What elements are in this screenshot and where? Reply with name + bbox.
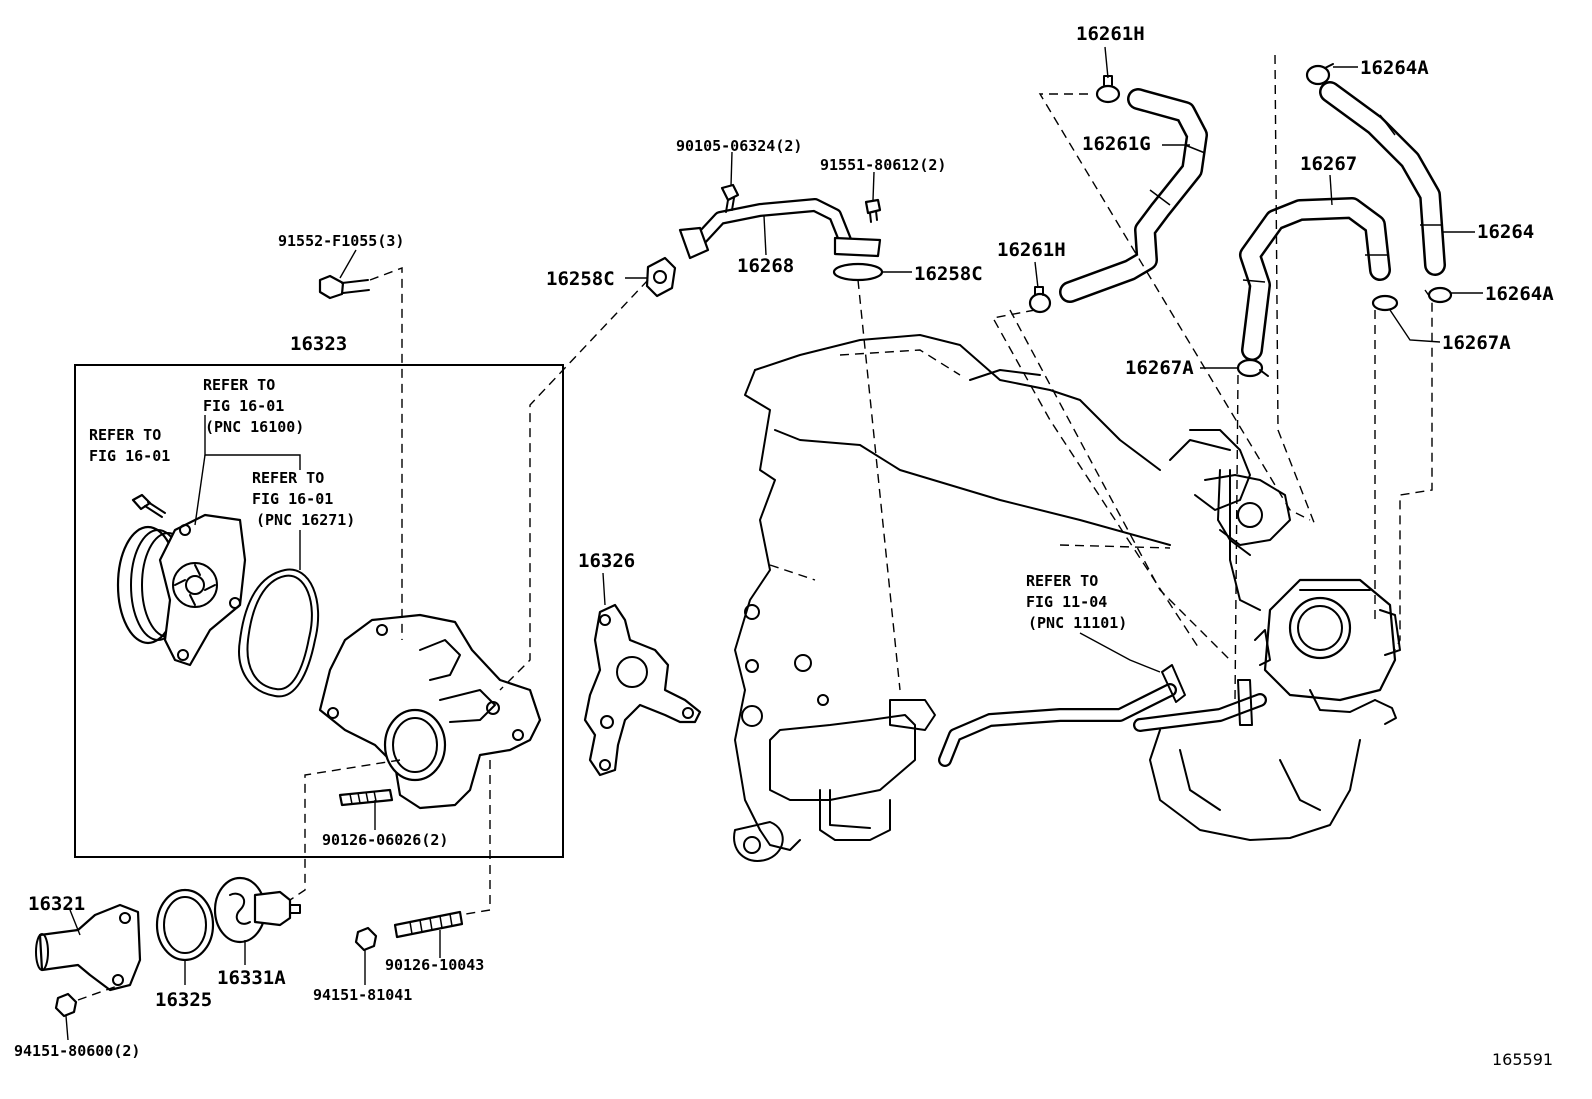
nut-94151-80600-drawing (54, 992, 78, 1018)
pump-gasket-ring (238, 568, 320, 698)
stud-90126-06026-drawing (338, 788, 394, 807)
stud-90126-10043-drawing (393, 910, 464, 939)
hose-16267-drawing (1239, 197, 1391, 361)
label-16326: 16326 (578, 550, 635, 572)
bolt-91551-drawing (864, 198, 882, 223)
label-16267A-right: 16267A (1442, 332, 1511, 354)
engine-block-drawing (733, 309, 1401, 862)
ref3-line1: REFER TO (252, 469, 324, 487)
pipe-16268-drawing (678, 198, 882, 260)
label-16268: 16268 (737, 255, 794, 277)
label-16258C-right: 16258C (914, 263, 983, 285)
ring-16325-drawing (155, 888, 215, 962)
clamp-16267A-right-drawing (1371, 294, 1399, 312)
label-16321: 16321 (28, 893, 85, 915)
water-pump-drawing (116, 493, 247, 667)
ref2-line2: FIG 16-01 (89, 447, 170, 465)
ref1-line2: FIG 16-01 (203, 397, 284, 415)
diagram-id: 165591 (1492, 1050, 1553, 1069)
label-16323: 16323 (290, 333, 347, 355)
label-16261H-top: 16261H (1076, 23, 1145, 45)
ref4-line3: (PNC 11101) (1028, 614, 1127, 632)
leader-lines (65, 46, 1483, 1041)
label-16264: 16264 (1477, 221, 1534, 243)
clamp-16264A-right-drawing (1427, 286, 1453, 304)
ref1-line1: REFER TO (203, 376, 275, 394)
ref3-line2: FIG 16-01 (252, 490, 333, 508)
label-90105-06324: 90105-06324(2) (676, 137, 802, 155)
ref2-line1: REFER TO (89, 426, 161, 444)
bolt-91552-drawing (318, 274, 370, 300)
label-94151-81041: 94151-81041 (313, 986, 412, 1004)
hose-16261G-drawing (1059, 88, 1208, 303)
bolt-90105-drawing (720, 183, 740, 213)
water-inlet-housing-drawing (318, 613, 542, 810)
part-labels: 16261H 16264A 90105-06324(2) 91551-80612… (14, 23, 1554, 1060)
label-91551-80612: 91551-80612(2) (820, 156, 946, 174)
label-16331A: 16331A (217, 967, 286, 989)
assembly-dashed-lines (77, 54, 1433, 1001)
label-90126-10043: 90126-10043 (385, 956, 484, 974)
label-16261H-mid: 16261H (997, 239, 1066, 261)
water-pump-assy-box (74, 364, 564, 858)
ref4-line1: REFER TO (1026, 572, 1098, 590)
clamp-16264A-top-drawing (1305, 63, 1334, 86)
hose-16264-drawing (1319, 81, 1446, 276)
label-16264A-right: 16264A (1485, 283, 1554, 305)
label-16258C-left: 16258C (546, 268, 615, 290)
clamp-16261H-top-drawing (1095, 75, 1121, 104)
label-91552-F1055: 91552-F1055(3) (278, 232, 404, 250)
ref1-line3: (PNC 16100) (205, 418, 304, 436)
clamp-16261H-mid-drawing (1028, 286, 1052, 314)
label-16267A-left: 16267A (1125, 357, 1194, 379)
ref3-line3: (PNC 16271) (256, 511, 355, 529)
gasket-16326-drawing (583, 603, 702, 777)
label-94151-80600: 94151-80600(2) (14, 1042, 140, 1060)
reference-notes: REFER TO FIG 16-01 (PNC 16100) REFER TO … (89, 376, 1127, 632)
label-16325: 16325 (155, 989, 212, 1011)
gasket-16258C-right-drawing (832, 262, 884, 282)
label-16267: 16267 (1300, 153, 1357, 175)
label-16264A-top: 16264A (1360, 57, 1429, 79)
thermostat-16331A-drawing (213, 876, 301, 944)
label-16261G: 16261G (1082, 133, 1151, 155)
clamp-16267A-left-drawing (1236, 358, 1269, 378)
water-inlet-16321-drawing (35, 903, 142, 992)
gasket-16258C-left-drawing (645, 256, 677, 298)
nut-94151-81041-drawing (354, 926, 378, 952)
ref4-line2: FIG 11-04 (1026, 593, 1107, 611)
label-90126-06026: 90126-06026(2) (322, 831, 448, 849)
